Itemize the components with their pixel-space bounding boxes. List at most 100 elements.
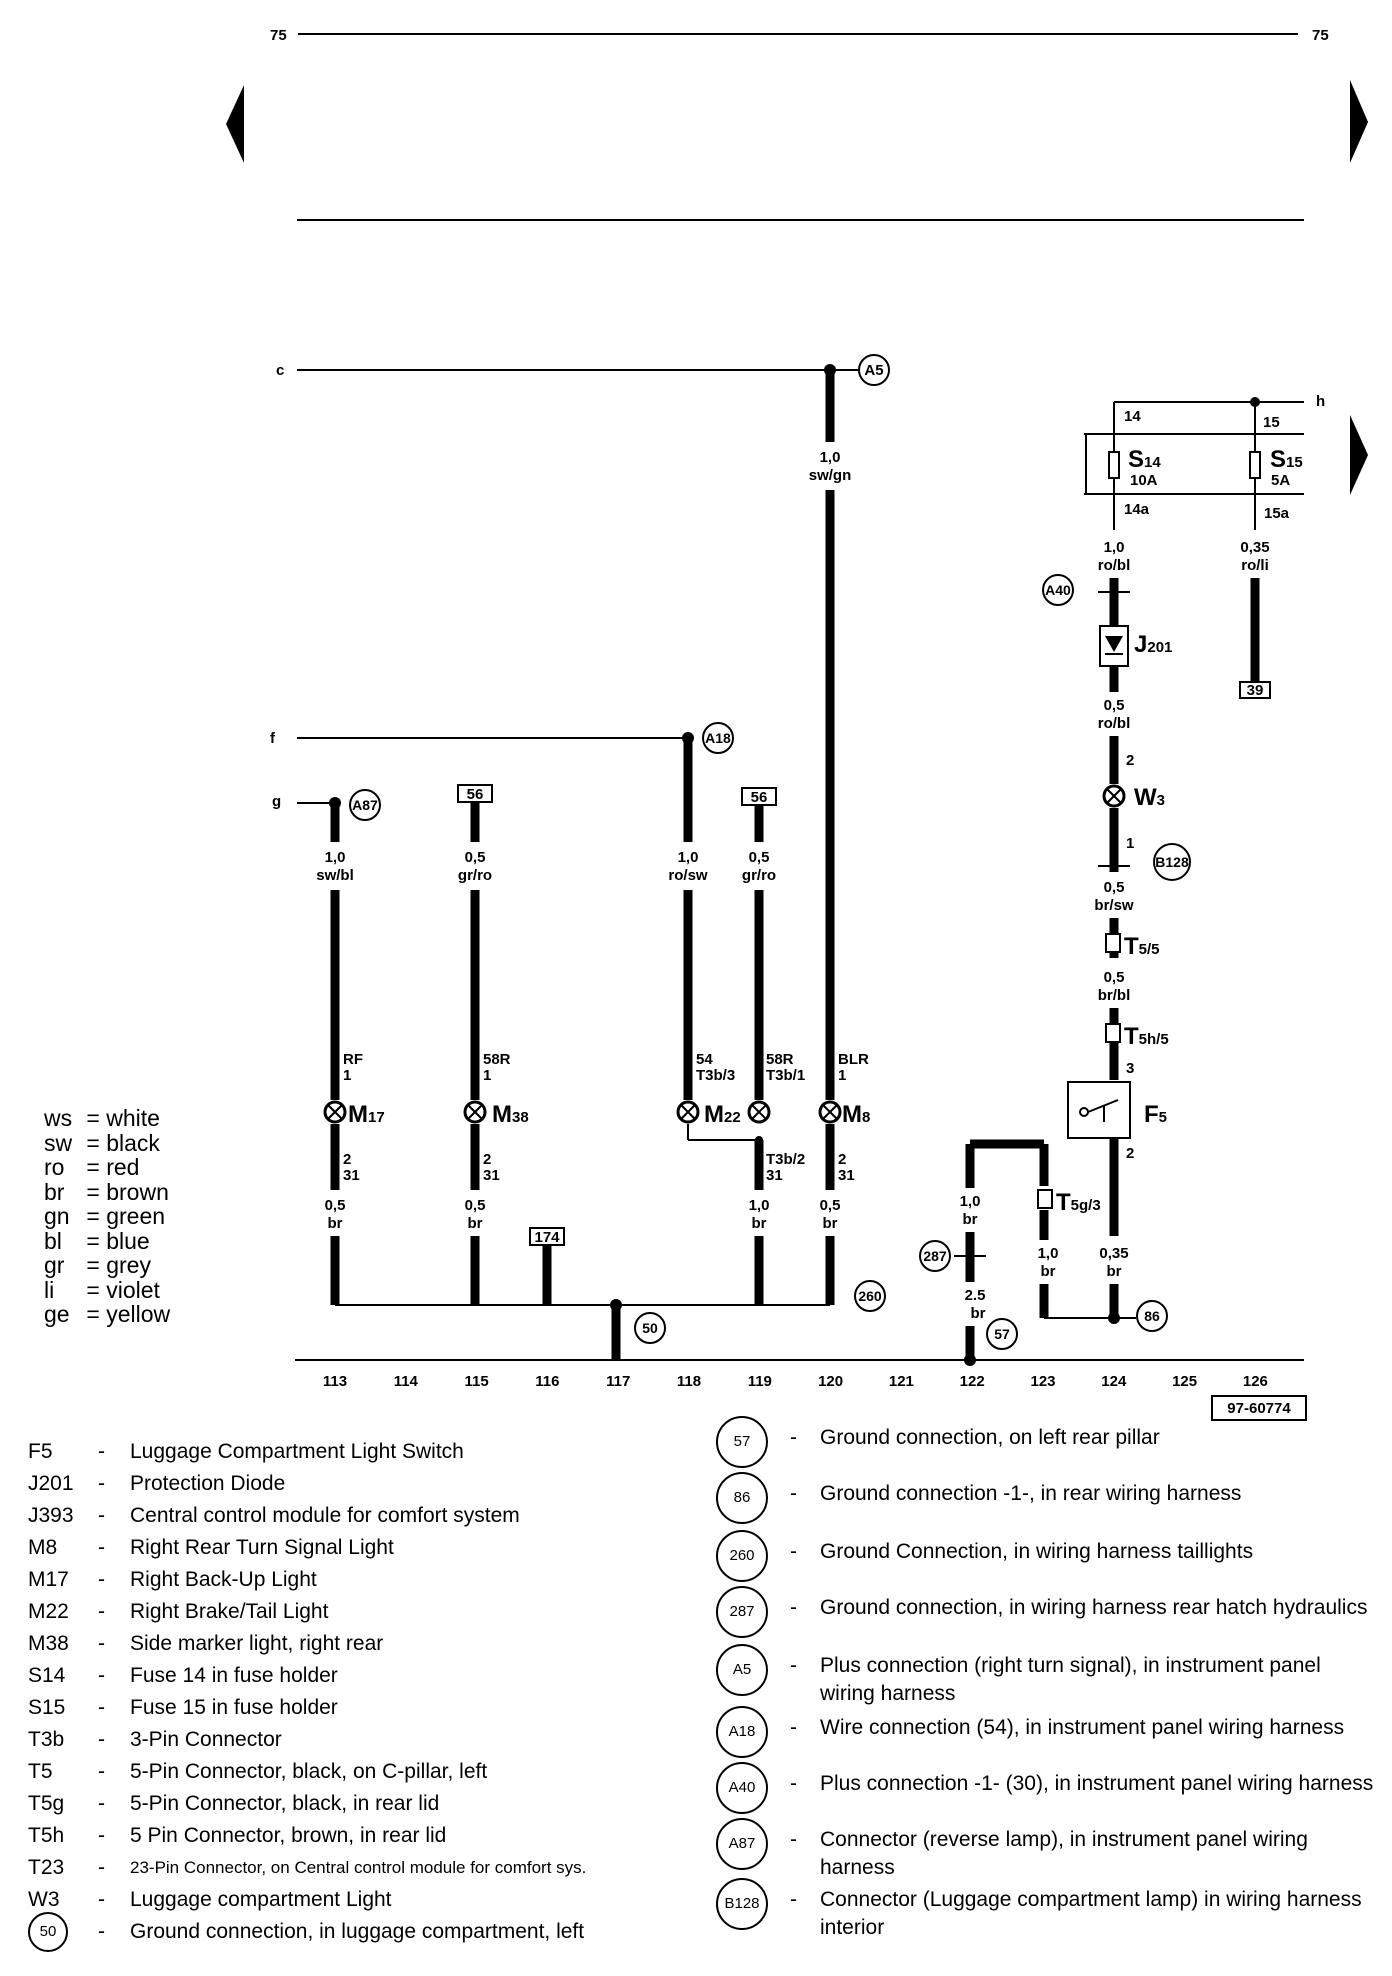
connector-a87-label: A87 [352, 797, 378, 813]
track-number: 122 [960, 1373, 985, 1390]
track-number: 118 [677, 1373, 701, 1390]
pin-m38-out-a: 2 [483, 1151, 491, 1168]
legend-dash: - [98, 1600, 105, 1623]
wire-m38-size: 0,5 [465, 849, 486, 866]
color-code: gn [44, 1203, 70, 1229]
color-name: black [106, 1129, 160, 1156]
legend-desc: Right Brake/Tail Light [130, 1600, 329, 1623]
wire-m22-bot-color: br [752, 1215, 767, 1232]
color-code: gr [44, 1252, 65, 1278]
pin-m17-out-b: 31 [343, 1167, 360, 1184]
f5-name: F [1144, 1101, 1159, 1128]
lamp-x [327, 1104, 343, 1120]
fuse-s15-rating: 5A [1271, 472, 1290, 489]
legend-desc: Ground Connection, in wiring harness tai… [820, 1540, 1254, 1563]
legend-desc: Plus connection (right turn signal), in … [820, 1654, 1321, 1705]
connector-a87 [349, 789, 381, 821]
lamp-x [467, 1104, 483, 1120]
wire-m22a-size: 1,0 [678, 849, 699, 866]
legend-desc: Side marker light, right rear [130, 1632, 384, 1655]
wire-t5-color: br/bl [1098, 987, 1131, 1004]
legend-code: T5g [28, 1792, 65, 1815]
terminal-h: h [1316, 393, 1325, 410]
pin-w3-in: 2 [1126, 752, 1134, 769]
pin-w3-out: 1 [1126, 835, 1134, 852]
legend-dash: - [98, 1504, 105, 1527]
legend-desc: 3-Pin Connector [130, 1728, 282, 1751]
fuse-s15-label: S15 [1270, 446, 1303, 473]
m22-sub: 22 [724, 1109, 741, 1126]
ground-86 [1136, 1300, 1168, 1332]
wire-m22b-size: 0,5 [749, 849, 770, 866]
wire-b128-color: br/sw [1094, 897, 1134, 914]
m17-name: M [348, 1101, 368, 1128]
color-name: red [106, 1154, 140, 1180]
wire-m17-bot-color: br [328, 1215, 343, 1232]
legend-desc: Ground connection, in wiring harness rea… [820, 1596, 1368, 1619]
connector-t55-icon [1105, 933, 1121, 953]
pin-m38-name: 58R [483, 1051, 511, 1068]
color-code-row: bl = blue [44, 1227, 170, 1254]
color-name: brown [106, 1178, 169, 1205]
m38-name: M [492, 1101, 512, 1128]
wire-122b-color: br [971, 1305, 986, 1322]
legend-desc: 5-Pin Connector, black, in rear lid [130, 1792, 440, 1815]
connector-b128-label: B128 [1155, 854, 1189, 870]
ground-86-label: 86 [1144, 1308, 1160, 1324]
color-equals: = [80, 1252, 107, 1278]
m17-sub: 17 [368, 1109, 385, 1126]
lamp-x [680, 1104, 696, 1120]
t5h5-name: T [1124, 1023, 1139, 1050]
track-number: 121 [889, 1373, 914, 1390]
track-number: 115 [464, 1373, 488, 1390]
wire-f5-size: 0,35 [1099, 1245, 1128, 1262]
legend-dash: - [790, 1828, 797, 1851]
m38-sub: 38 [512, 1109, 529, 1126]
fuse-s14-rating: 10A [1130, 472, 1158, 489]
legend-code: M8 [28, 1536, 58, 1559]
ground-260 [854, 1280, 886, 1312]
connector-a40-label: A40 [1045, 582, 1071, 598]
switch-f5-label: F5 [1144, 1101, 1167, 1128]
wire-123-size: 1,0 [1038, 1245, 1059, 1262]
color-name: violet [106, 1276, 160, 1303]
wire-s15-color: ro/li [1241, 557, 1269, 574]
connector-a5-label: A5 [864, 362, 883, 379]
page-arrow-left-icon[interactable] [226, 85, 244, 163]
legend-dash: - [98, 1696, 105, 1719]
wire-m22b-color: gr/ro [742, 867, 776, 884]
continue-arrow-right-icon[interactable] [1350, 415, 1368, 495]
color-name: blue [106, 1227, 150, 1254]
lamp-m22-icon [676, 1100, 771, 1124]
pin-m8-out-a: 2 [838, 1151, 846, 1168]
ground-260-label: 260 [858, 1288, 882, 1304]
ground-287 [919, 1240, 951, 1272]
pin-m22-out-b: 31 [766, 1167, 783, 1184]
legend-code: J201 [28, 1472, 74, 1495]
color-equals: = [80, 1129, 107, 1156]
color-code-row: sw = black [44, 1129, 170, 1156]
page-arrow-right-icon[interactable] [1350, 80, 1368, 163]
legend-desc: 5 Pin Connector, brown, in rear lid [130, 1824, 447, 1847]
pin-m22a-name: 54 [696, 1051, 713, 1068]
pin-m8-num: 1 [838, 1067, 846, 1084]
wire-b128-size: 0,5 [1104, 879, 1125, 896]
legend-dash: - [790, 1772, 797, 1795]
color-equals: = [80, 1105, 107, 1131]
legend-code: T5 [28, 1760, 53, 1783]
legend-dash: - [98, 1664, 105, 1687]
page-number-left: 75 [270, 27, 287, 44]
pin-m17-num: 1 [343, 1067, 351, 1084]
wire-122-color: br [963, 1211, 978, 1228]
wire-122b-size: 2.5 [965, 1287, 986, 1304]
wire-s14-size: 1,0 [1104, 539, 1125, 556]
legend-dash: - [790, 1654, 797, 1677]
ref-56b-label: 56 [751, 789, 768, 806]
ref-174-label: 174 [534, 1229, 560, 1246]
connector-a18-label: A18 [705, 730, 731, 746]
ground-57-label: 57 [994, 1326, 1010, 1342]
legend-code: T5h [28, 1824, 65, 1847]
color-code-row: li = violet [44, 1276, 170, 1303]
